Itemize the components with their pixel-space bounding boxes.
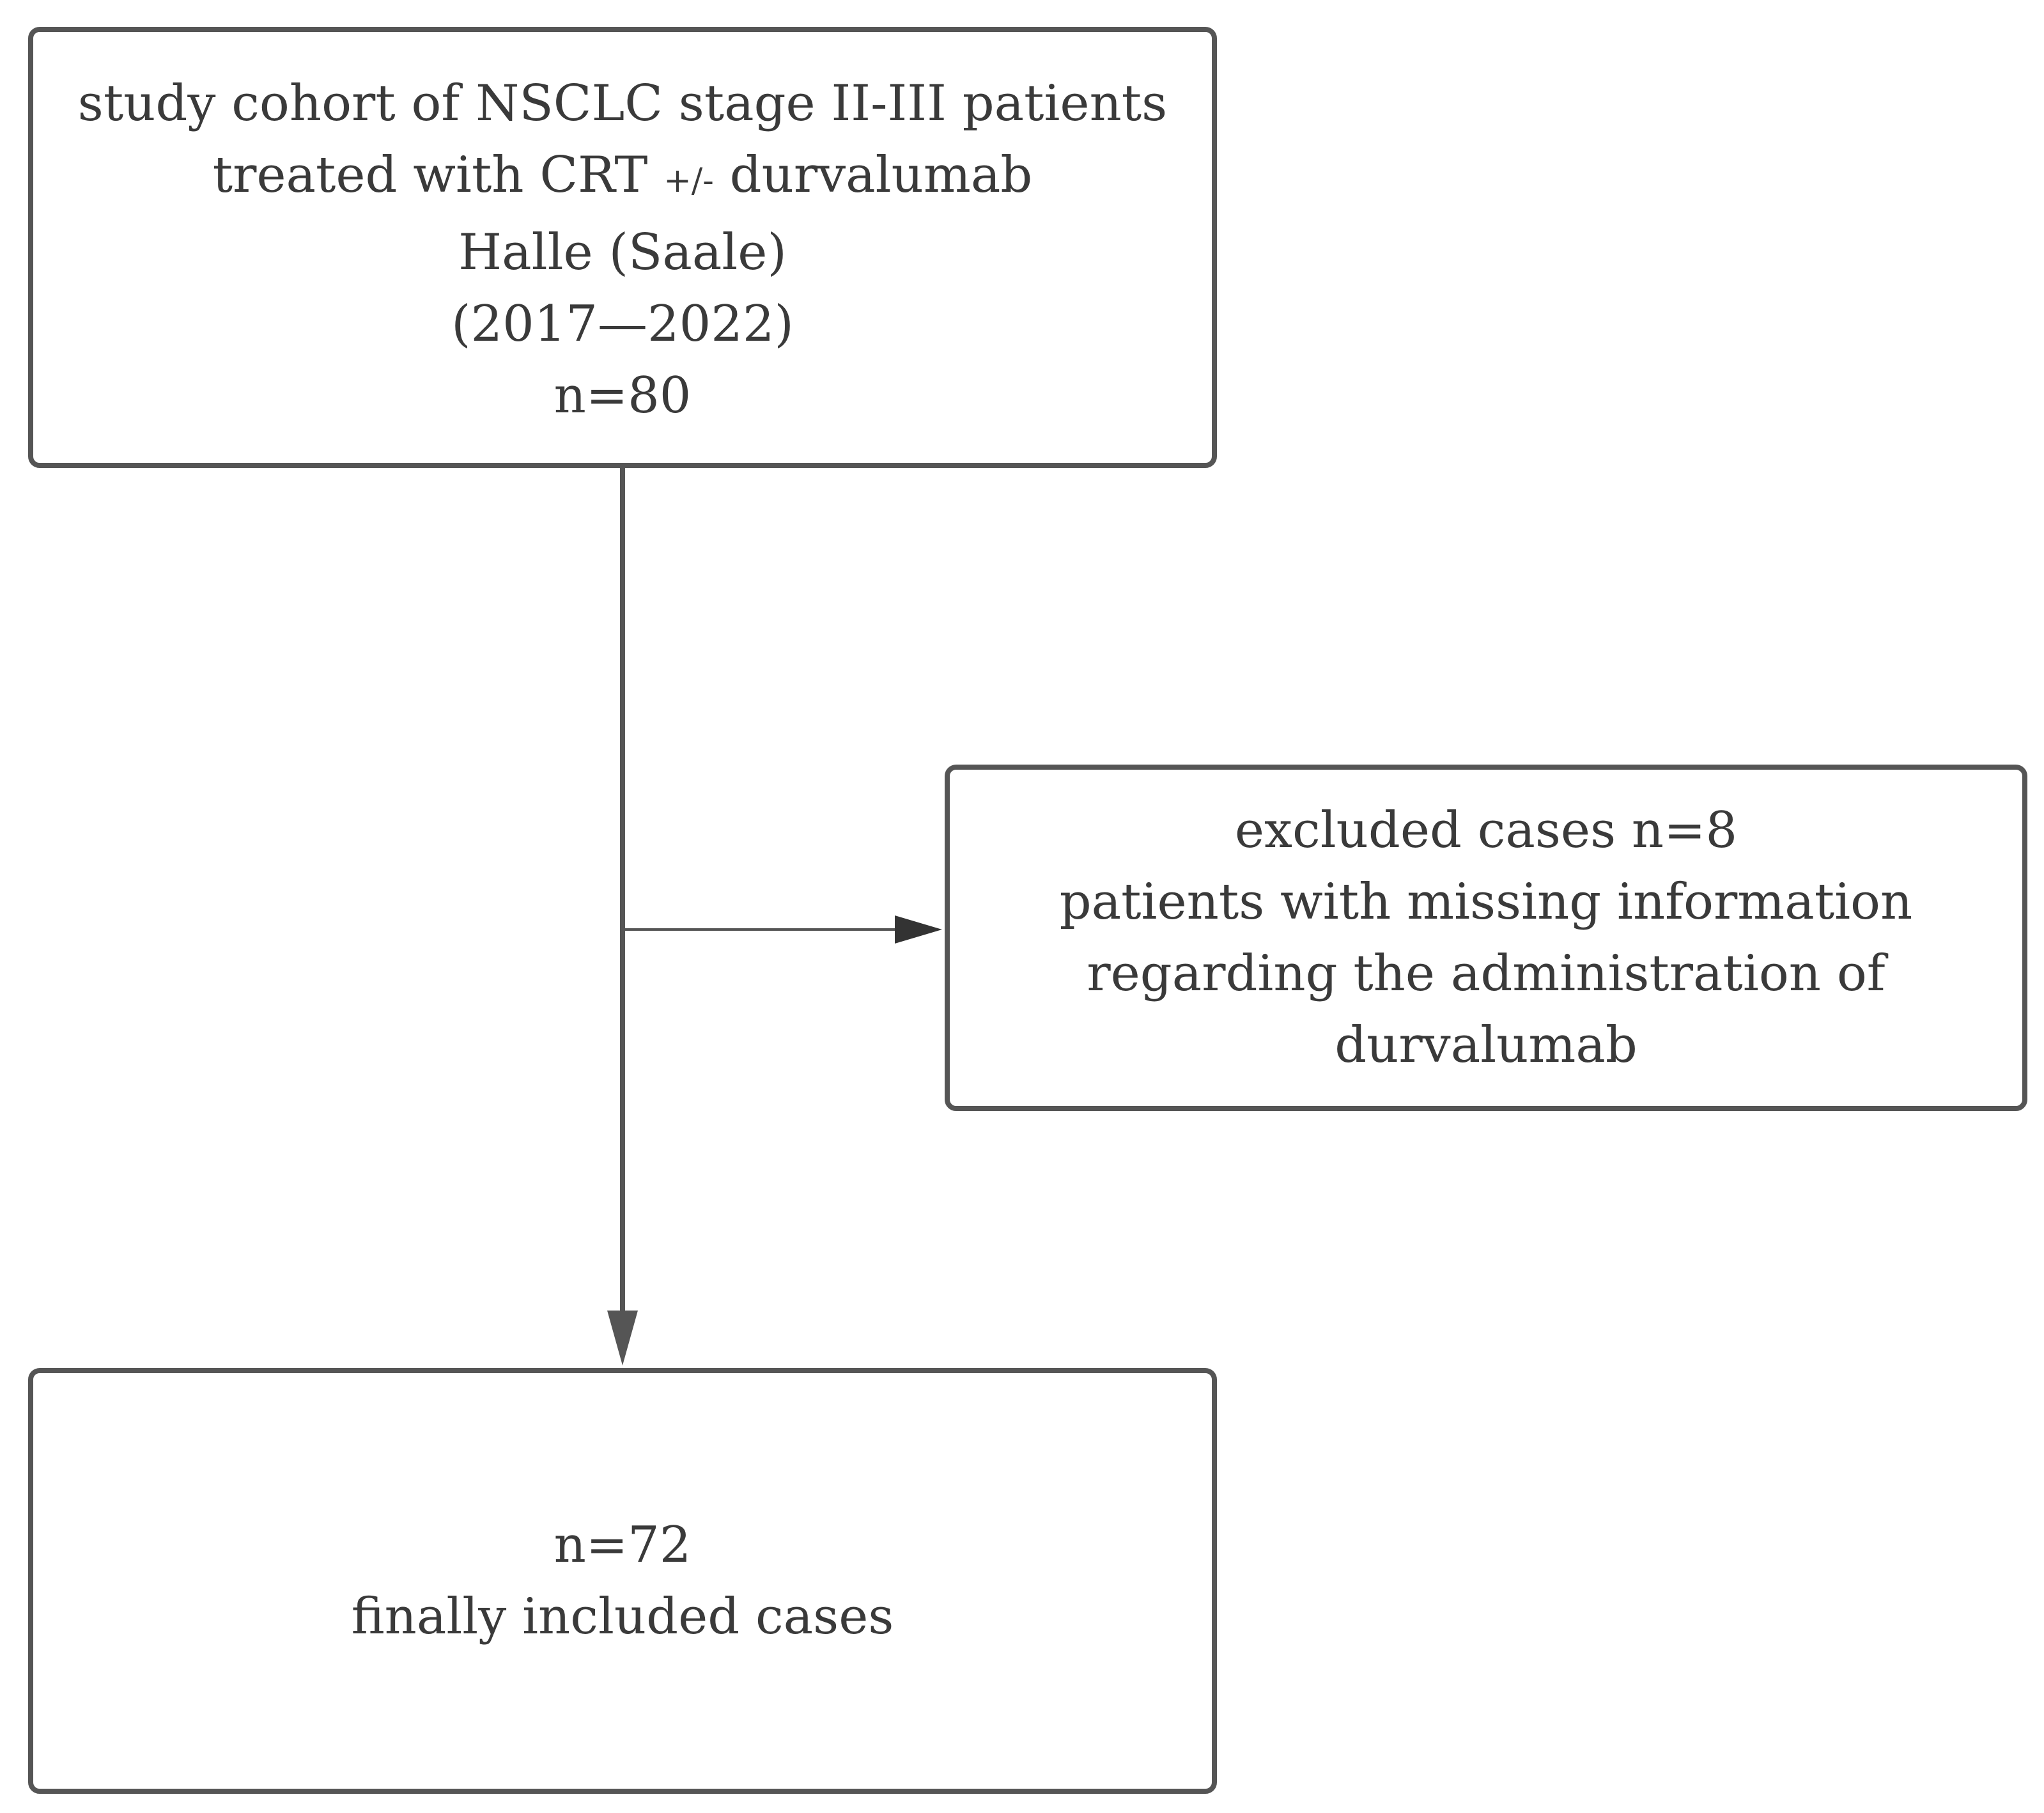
cohort-drug-text: durvalumab xyxy=(713,146,1033,204)
cohort-title-line2: treated with CRT +/- durvalumab xyxy=(213,139,1033,217)
cohort-count: n=80 xyxy=(554,366,692,424)
branch-arrow-head xyxy=(895,915,942,944)
cohort-title-line1: study cohort of NSCLC stage II-III patie… xyxy=(77,74,1168,132)
excluded-reason-line1: patients with missing information xyxy=(1059,873,1913,931)
cohort-period: (2017—2022) xyxy=(451,295,794,353)
cohort-box: study cohort of NSCLC stage II-III patie… xyxy=(28,27,1217,468)
included-count: n=72 xyxy=(554,1516,692,1574)
included-label: finally included cases xyxy=(351,1588,894,1646)
plus-minus-text: +/- xyxy=(663,161,714,200)
excluded-reason-line3: durvalumab xyxy=(1335,1016,1638,1074)
main-arrow-head xyxy=(607,1311,638,1366)
cohort-location: Halle (Saale) xyxy=(458,223,787,281)
included-box: n=72 finally included cases xyxy=(28,1368,1217,1794)
excluded-reason-line2: regarding the administration of xyxy=(1087,945,1885,1002)
excluded-box: excluded cases n=8 patients with missing… xyxy=(945,765,2027,1111)
cohort-treatment-text: treated with CRT xyxy=(212,146,664,204)
excluded-count: excluded cases n=8 xyxy=(1234,802,1738,859)
